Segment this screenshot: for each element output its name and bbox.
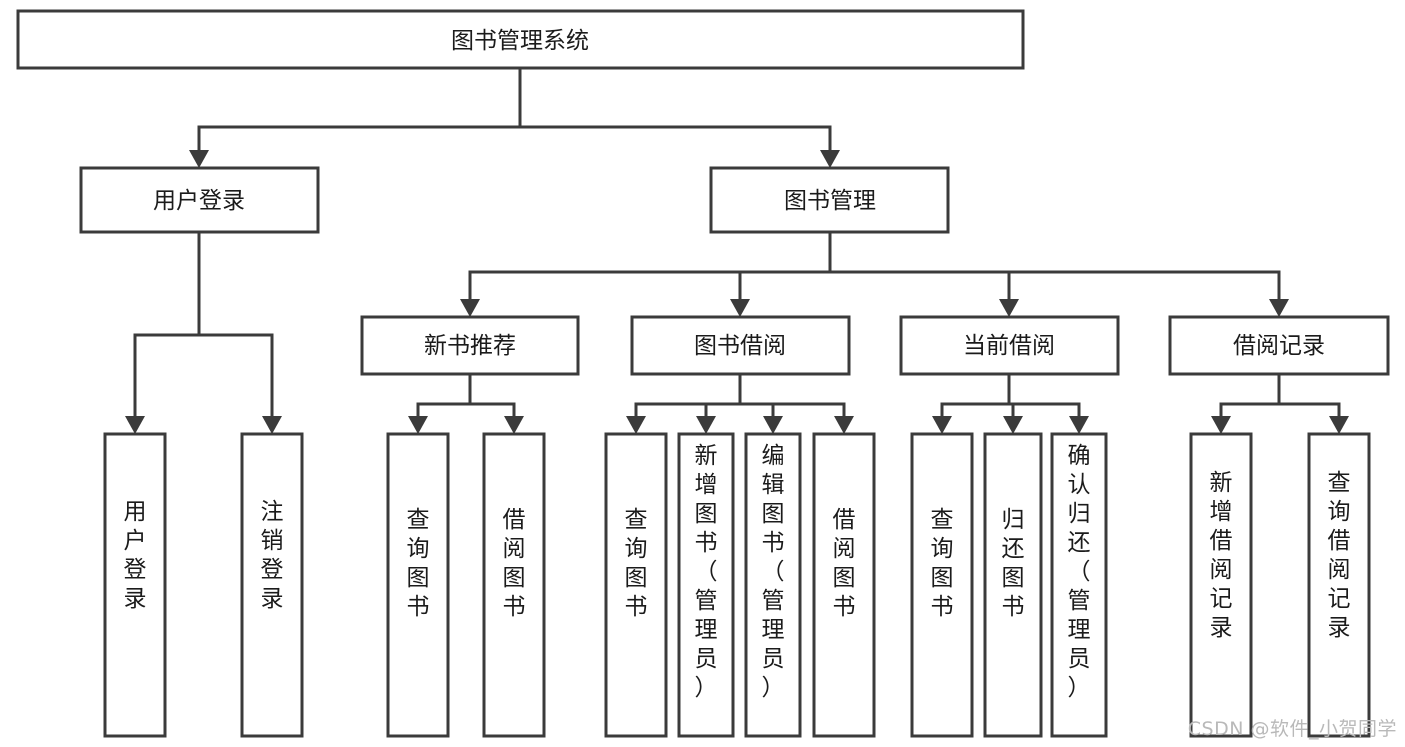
node-book-borrow[interactable]: 图书借阅 (630, 315, 851, 376)
node-borrow-add-book-admin-box[interactable] (677, 432, 735, 738)
node-user-login-label: 用户登录 (153, 188, 245, 214)
node-root-label: 图书管理系统 (451, 28, 589, 54)
node-user-login-leaf[interactable]: 用户登录 (103, 432, 167, 738)
node-borrow-edit-book-admin[interactable]: 编辑图书（管理员） (744, 432, 802, 738)
arrow-recommend-to-leaf1 (408, 416, 428, 434)
arrow-borrow-to-leaf2 (696, 416, 716, 434)
arrow-bm-to-records (1269, 299, 1289, 317)
node-book-management[interactable]: 图书管理 (709, 166, 950, 234)
node-current-return-book-label: 归还图书 (1002, 507, 1025, 620)
arrow-bm-to-current (999, 299, 1019, 317)
node-book-borrow-box[interactable] (630, 315, 851, 376)
node-user-login[interactable]: 用户登录 (79, 166, 320, 234)
node-recommend-query-book[interactable]: 查询图书 (386, 432, 450, 738)
node-recommend-query-book-box[interactable] (386, 432, 450, 738)
node-user-login-box[interactable] (79, 166, 320, 234)
arrow-root-to-user-login (189, 150, 209, 168)
node-current-query-book-label: 查询图书 (931, 507, 954, 620)
node-book-borrow-label: 图书借阅 (694, 333, 786, 359)
node-borrow-borrow-book-box[interactable] (812, 432, 876, 738)
node-borrow-borrow-book[interactable]: 借阅图书 (812, 432, 876, 738)
node-records-query-record-label: 查询借阅记录 (1328, 470, 1351, 641)
node-book-management-box[interactable] (709, 166, 950, 234)
node-borrow-query-book[interactable]: 查询图书 (604, 432, 668, 738)
arrow-bm-to-borrow (730, 299, 750, 317)
arrow-root-to-book-management (820, 150, 840, 168)
node-borrow-records[interactable]: 借阅记录 (1168, 315, 1390, 376)
arrow-user-login-to-leaf1 (125, 416, 145, 434)
arrow-records-to-leaf2 (1329, 416, 1349, 434)
node-current-confirm-return-admin[interactable]: 确认归还（管理员） (1050, 432, 1108, 738)
node-current-borrow-label: 当前借阅 (963, 333, 1055, 359)
node-new-book-recommend-label: 新书推荐 (424, 333, 516, 359)
node-current-borrow[interactable]: 当前借阅 (899, 315, 1120, 376)
node-recommend-borrow-book[interactable]: 借阅图书 (482, 432, 546, 738)
node-book-management-label: 图书管理 (784, 188, 876, 214)
node-borrow-query-book-box[interactable] (604, 432, 668, 738)
node-current-return-book-box[interactable] (983, 432, 1043, 738)
node-borrow-edit-book-admin-box[interactable] (744, 432, 802, 738)
node-current-query-book-box[interactable] (910, 432, 974, 738)
node-current-return-book[interactable]: 归还图书 (983, 432, 1043, 738)
node-records-query-record[interactable]: 查询借阅记录 (1307, 432, 1371, 738)
node-borrow-edit-book-admin-label: 编辑图书（管理员） (762, 443, 785, 701)
node-recommend-query-book-label: 查询图书 (407, 507, 430, 620)
arrow-borrow-to-leaf4 (834, 416, 854, 434)
node-current-confirm-return-admin-label: 确认归还（管理员） (1068, 443, 1091, 701)
node-records-add-record-label: 新增借阅记录 (1210, 470, 1233, 641)
node-current-query-book[interactable]: 查询图书 (910, 432, 974, 738)
arrow-current-to-leaf3 (1069, 416, 1089, 434)
node-user-login-leaf-label: 用户登录 (124, 499, 147, 612)
node-root-box[interactable] (16, 9, 1025, 70)
arrow-borrow-to-leaf1 (626, 416, 646, 434)
node-records-add-record-box[interactable] (1189, 432, 1253, 738)
node-new-book-recommend[interactable]: 新书推荐 (360, 315, 580, 376)
arrow-records-to-leaf1 (1211, 416, 1231, 434)
node-borrow-records-label: 借阅记录 (1233, 333, 1325, 359)
node-borrow-add-book-admin-label: 新增图书（管理员） (695, 443, 718, 701)
arrow-recommend-to-leaf2 (504, 416, 524, 434)
node-current-borrow-box[interactable] (899, 315, 1120, 376)
node-records-query-record-box[interactable] (1307, 432, 1371, 738)
arrow-borrow-to-leaf3 (763, 416, 783, 434)
node-user-logout-leaf-box[interactable] (240, 432, 304, 738)
node-user-logout-leaf[interactable]: 注销登录 (240, 432, 304, 738)
node-borrow-borrow-book-label: 借阅图书 (833, 507, 856, 620)
node-records-add-record[interactable]: 新增借阅记录 (1189, 432, 1253, 738)
arrow-user-login-to-leaf2 (262, 416, 282, 434)
node-new-book-recommend-box[interactable] (360, 315, 580, 376)
node-recommend-borrow-book-label: 借阅图书 (503, 507, 526, 620)
node-borrow-records-box[interactable] (1168, 315, 1390, 376)
node-user-logout-leaf-label: 注销登录 (261, 499, 284, 612)
arrow-current-to-leaf1 (932, 416, 952, 434)
node-borrow-add-book-admin[interactable]: 新增图书（管理员） (677, 432, 735, 738)
arrow-current-to-leaf2 (1003, 416, 1023, 434)
connector-layer (125, 66, 1349, 434)
node-borrow-query-book-label: 查询图书 (625, 507, 648, 620)
node-root[interactable]: 图书管理系统 (16, 9, 1025, 70)
node-current-confirm-return-admin-box[interactable] (1050, 432, 1108, 738)
node-recommend-borrow-book-box[interactable] (482, 432, 546, 738)
arrow-bm-to-recommend (460, 299, 480, 317)
node-user-login-leaf-box[interactable] (103, 432, 167, 738)
